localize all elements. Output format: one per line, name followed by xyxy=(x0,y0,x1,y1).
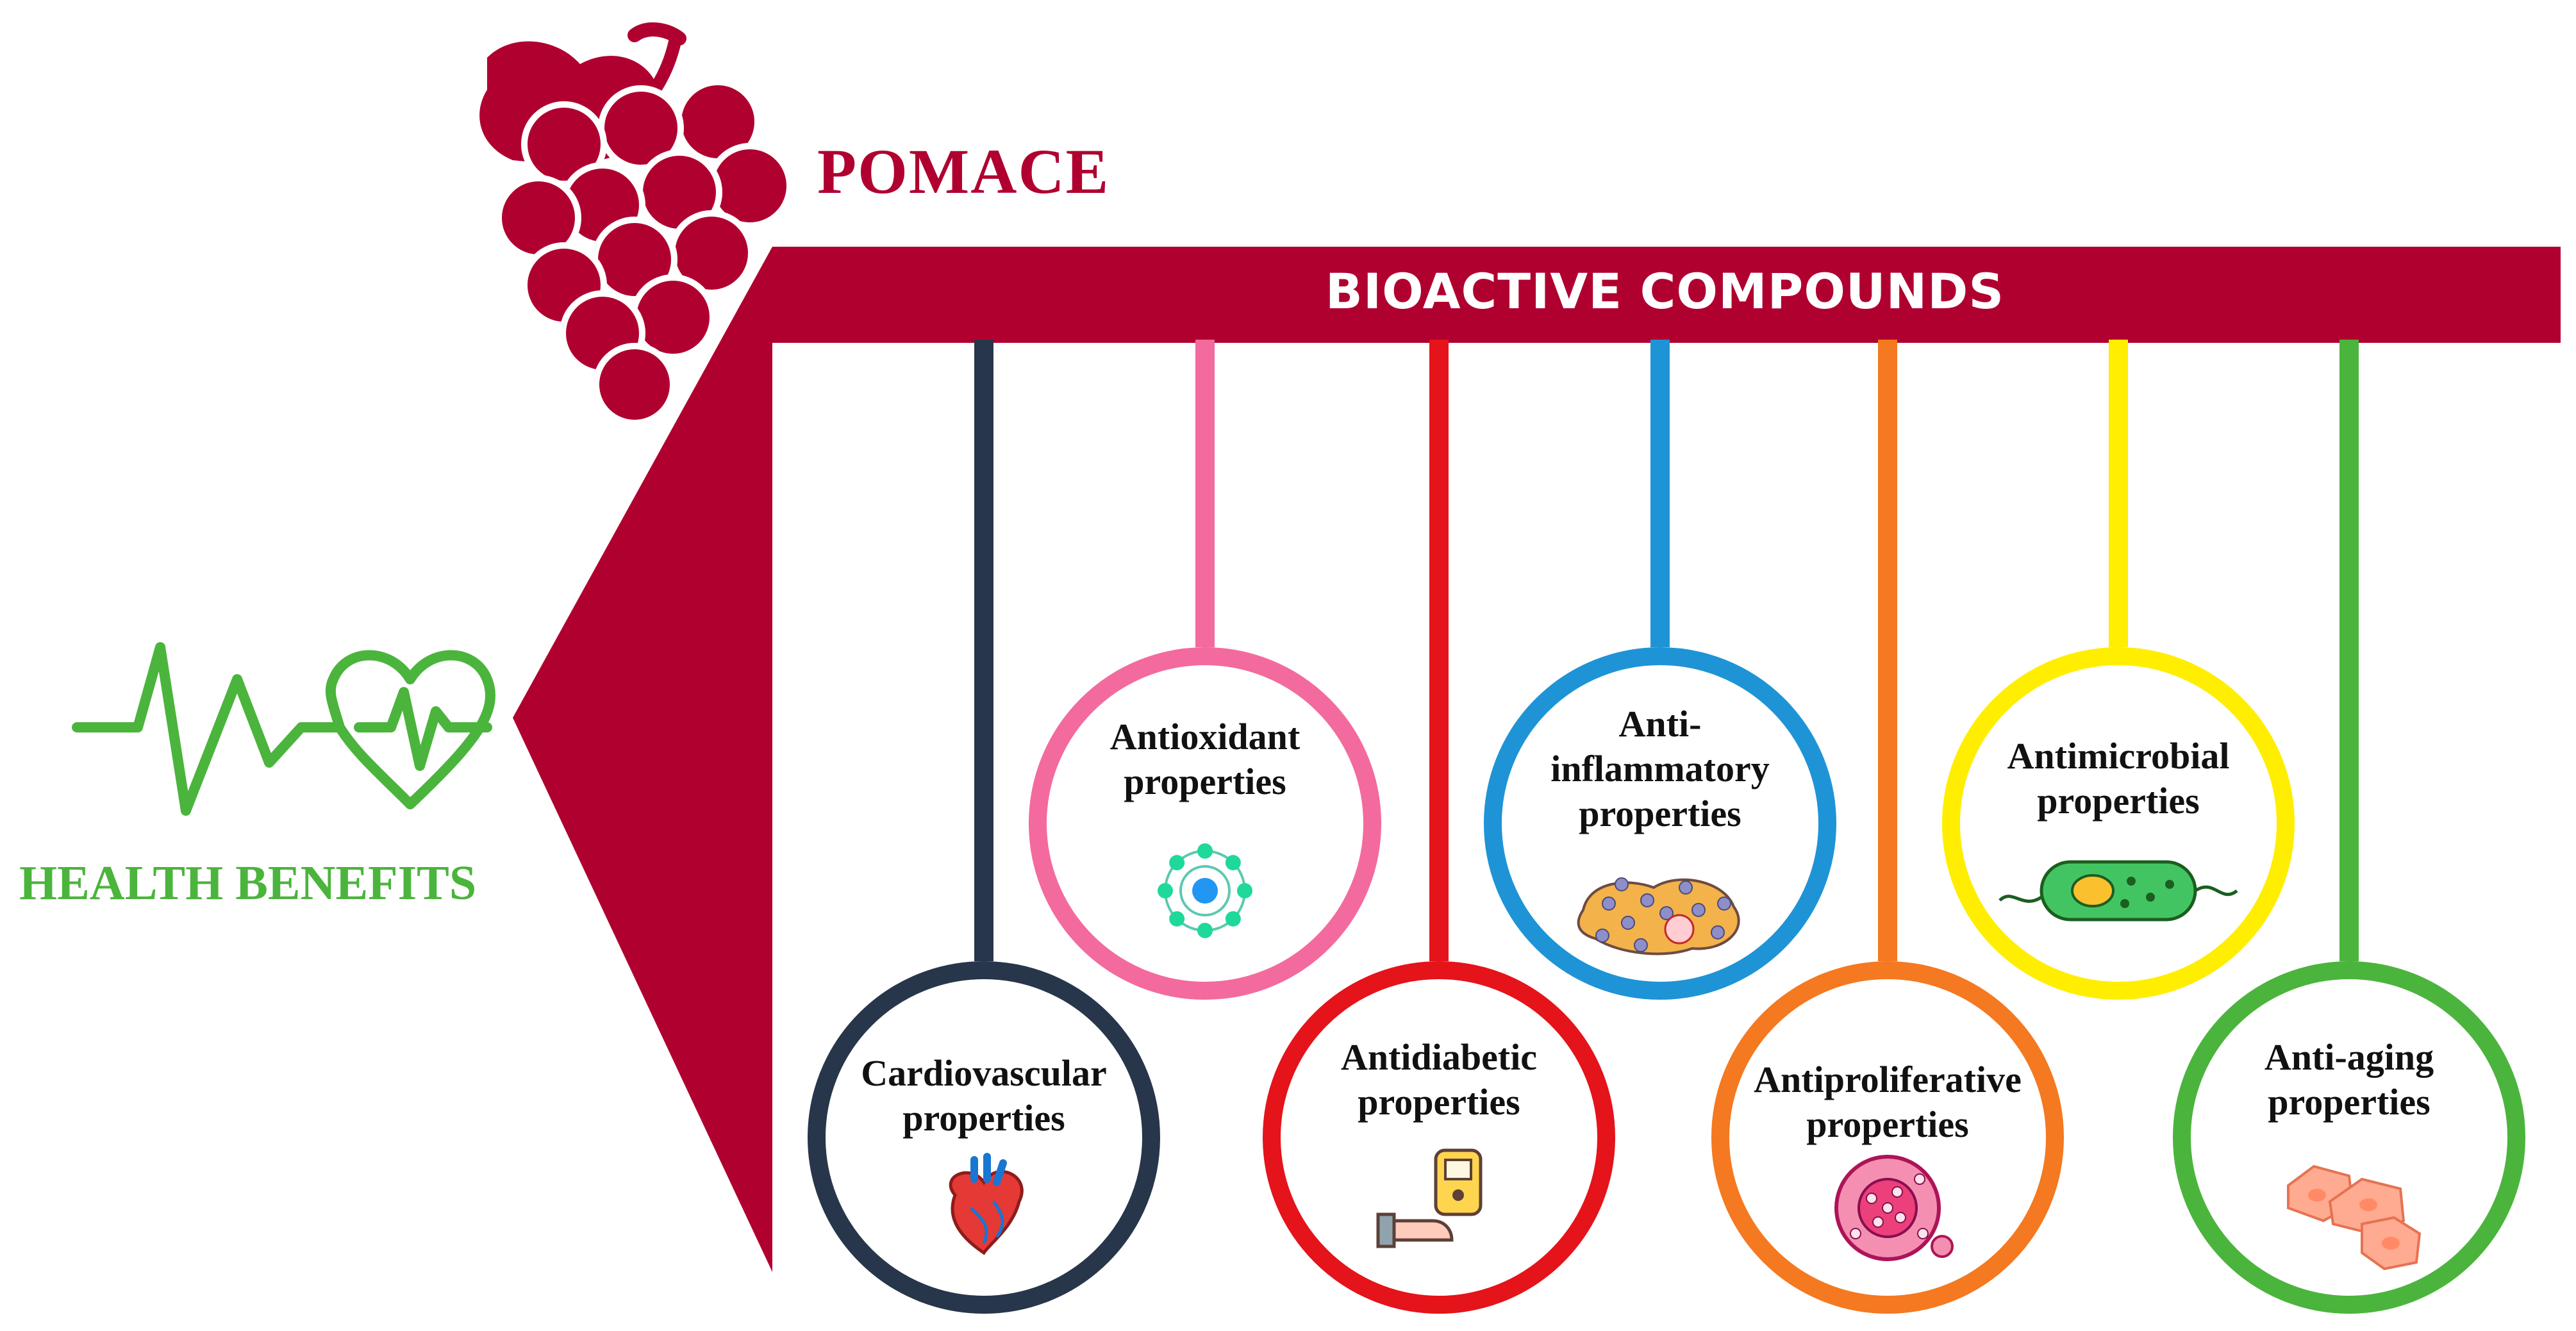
glucose-meter-icon xyxy=(1376,1148,1483,1248)
property-circle xyxy=(1711,961,2064,1314)
property-label-line: Cardiovascular xyxy=(861,1052,1107,1094)
property-label-line: properties xyxy=(1579,793,1741,834)
properties-layer xyxy=(808,340,2525,1314)
heartbeat-heart-icon xyxy=(72,642,495,816)
property-circle xyxy=(1029,647,1381,1000)
property-label-line: Antimicrobial xyxy=(2007,735,2230,777)
atom-molecule-icon xyxy=(1158,843,1252,938)
property-3 xyxy=(1484,340,1836,1000)
property-circle xyxy=(1942,647,2295,1000)
property-label-line: Antioxidant xyxy=(1109,716,1300,757)
property-label-line: properties xyxy=(902,1097,1065,1139)
property-circle xyxy=(1263,961,1615,1314)
grape-bunch-icon xyxy=(479,22,793,426)
property-6 xyxy=(2173,340,2525,1314)
property-circle xyxy=(1484,647,1836,1000)
property-2 xyxy=(1263,340,1615,1314)
tumor-cell-icon xyxy=(1834,1155,1954,1261)
property-5 xyxy=(1942,340,2295,1000)
property-4 xyxy=(1711,340,2064,1314)
property-label-line: properties xyxy=(1358,1081,1520,1123)
property-label-line: Antiproliferative xyxy=(1754,1059,2022,1100)
property-label-line: properties xyxy=(2268,1081,2431,1123)
property-label-line: Anti-aging xyxy=(2264,1036,2434,1078)
property-label-line: Anti- xyxy=(1618,703,1702,745)
inflamed-cell-icon xyxy=(1577,877,1740,955)
property-label-line: inflammatory xyxy=(1550,748,1770,790)
bioactive-banner xyxy=(513,247,2561,1272)
property-1 xyxy=(1029,340,1381,1000)
heart-organ-icon xyxy=(949,1153,1024,1255)
property-0 xyxy=(808,340,1160,1314)
skin-cells-icon xyxy=(2287,1164,2422,1271)
bioactive-compounds-title: BIOACTIVE COMPOUNDS xyxy=(1325,263,2005,320)
property-label-line: properties xyxy=(1806,1104,1969,1145)
property-circle xyxy=(2173,961,2525,1314)
health-benefits-title: HEALTH BENEFITS xyxy=(19,856,477,910)
property-label-line: Antidiabetic xyxy=(1340,1036,1538,1078)
pomace-title: POMACE xyxy=(817,136,1110,207)
property-label-line: properties xyxy=(2037,780,2200,822)
property-label-line: properties xyxy=(1124,761,1286,802)
bacteria-icon xyxy=(1998,860,2238,922)
property-circle xyxy=(808,961,1160,1314)
